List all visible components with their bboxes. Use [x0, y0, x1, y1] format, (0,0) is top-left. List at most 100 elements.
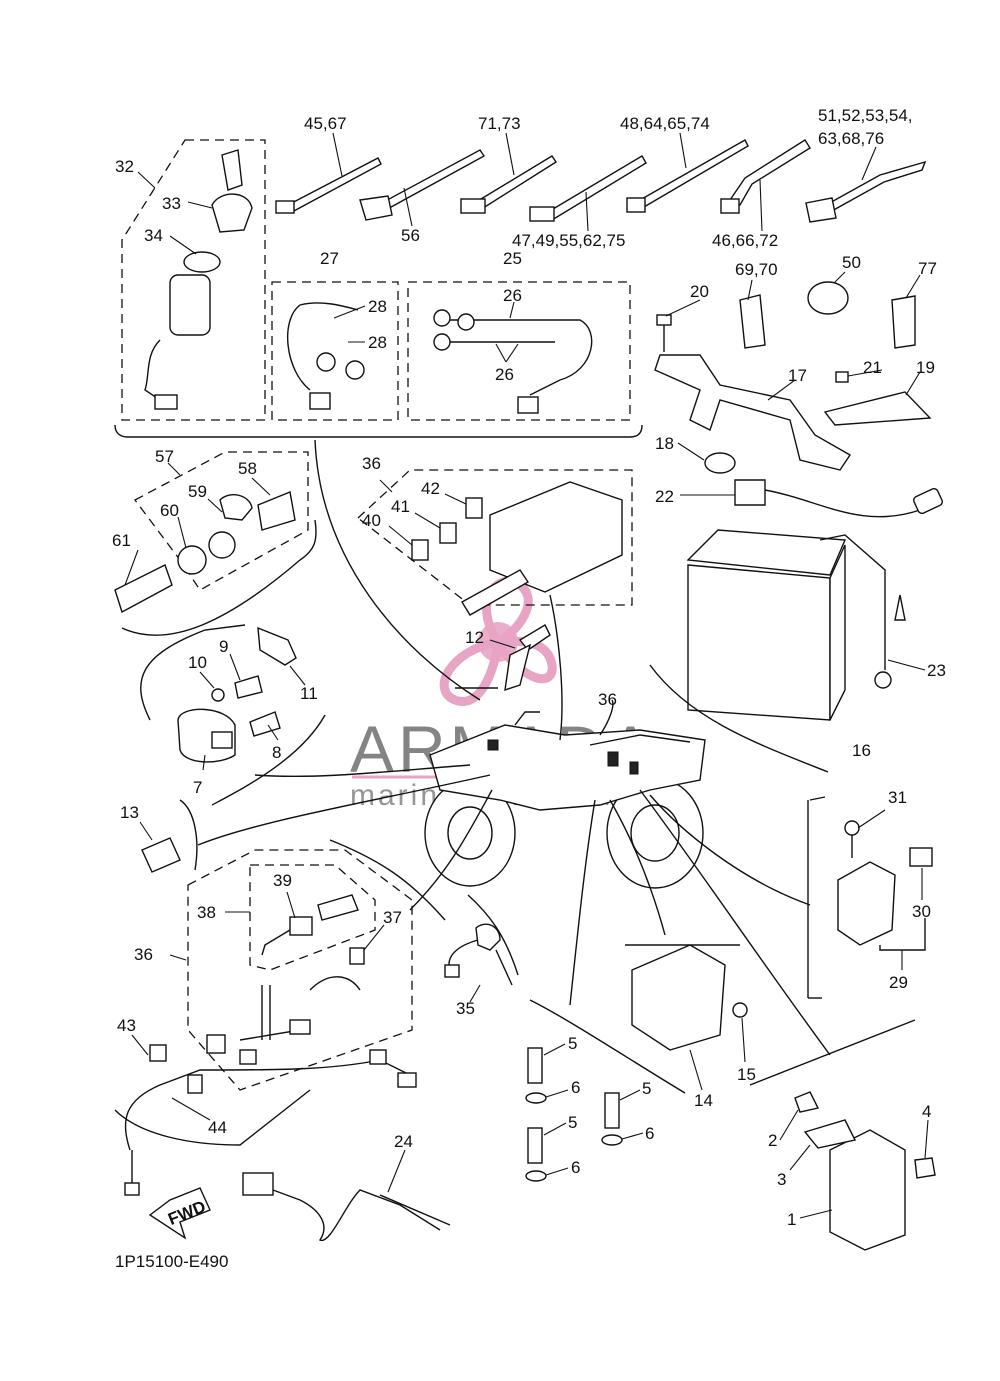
label-46-66: 46,66,72 — [712, 231, 778, 250]
label-17: 17 — [788, 366, 807, 385]
label-4: 4 — [922, 1102, 931, 1121]
label-16: 16 — [852, 741, 871, 760]
label-59: 59 — [188, 482, 207, 501]
label-7: 7 — [193, 778, 202, 797]
label-48-64: 48,64,65,74 — [620, 114, 710, 133]
switch-connector-icon — [154, 394, 178, 410]
nut-icon — [183, 251, 221, 273]
washer-6-icon — [601, 1134, 623, 1146]
sensor-13-group — [139, 821, 181, 873]
fwd-arrow-icon — [148, 1187, 211, 1240]
cable-tie-clip-icon — [359, 195, 393, 221]
connector-37-icon — [349, 947, 365, 965]
fuse-42-icon — [465, 497, 483, 519]
cable-tie-head-icon — [275, 200, 295, 214]
washer-10-icon — [211, 688, 225, 702]
cable-tie-head-icon — [529, 206, 555, 222]
wire-lead-27-group — [271, 281, 399, 421]
harness-plug-icon — [187, 1074, 203, 1094]
label-6-c: 6 — [571, 1158, 580, 1177]
label-26-a: 26 — [503, 286, 522, 305]
label-42: 42 — [421, 479, 440, 498]
label-27: 27 — [320, 249, 339, 268]
horn-bracket — [211, 714, 326, 806]
ground-terminal-icon — [124, 1182, 140, 1196]
cable-tie-head-icon — [626, 197, 646, 213]
label-18: 18 — [655, 434, 674, 453]
main-switch-group — [121, 139, 266, 421]
horn-7-icon — [177, 708, 236, 763]
harness-plug-icon — [369, 1049, 387, 1065]
atv-vehicle — [424, 711, 706, 889]
label-21: 21 — [863, 358, 882, 377]
label-30: 30 — [912, 902, 931, 921]
battery-leader — [649, 664, 829, 773]
fuse-40-icon — [411, 539, 429, 561]
cable-tie-head-icon — [460, 198, 486, 214]
label-71-73: 71,73 — [478, 114, 521, 133]
label-6-b: 6 — [645, 1124, 654, 1143]
label-26-b: 26 — [495, 365, 514, 384]
labels: 45,67 71,73 48,64,65,74 51,52,53,54, 63,… — [112, 106, 946, 1271]
bolt-20-icon — [656, 314, 672, 326]
label-1: 1 — [787, 1210, 796, 1229]
clamp-77-icon — [891, 295, 916, 349]
bolt-8-icon — [249, 711, 281, 737]
label-19: 19 — [916, 358, 935, 377]
label-12: 12 — [465, 628, 484, 647]
socket-bracket — [121, 519, 317, 636]
label-50: 50 — [842, 253, 861, 272]
atv-relay-marker — [607, 751, 619, 767]
key-icon — [221, 149, 243, 191]
atv-body-icon — [429, 724, 706, 811]
sensor-35-group — [444, 923, 513, 1003]
cdi-unit-1-icon — [829, 1129, 906, 1251]
part-code: 1P15100-E490 — [115, 1252, 228, 1271]
lead-24-group — [242, 1149, 451, 1241]
fwd-arrow: FWD — [148, 1187, 211, 1240]
cable-tie-clip-icon — [805, 197, 837, 223]
relay-wire — [764, 489, 921, 518]
battery-group — [649, 529, 926, 773]
horn-connector-icon — [211, 731, 233, 749]
rear-hub-icon — [630, 804, 680, 862]
label-44: 44 — [208, 1118, 227, 1137]
fuse-box-bracket-icon — [461, 569, 529, 616]
label-28-a: 28 — [368, 297, 387, 316]
cable-tie-head-icon — [720, 198, 740, 214]
bolt-9-icon — [234, 675, 263, 699]
sensor-35-connector-icon — [444, 964, 460, 978]
bulb-socket-icon — [345, 360, 365, 380]
label-28-b: 28 — [368, 333, 387, 352]
grip-61-icon — [114, 564, 173, 614]
cdi-group — [779, 1091, 936, 1251]
atv-fuse-marker — [629, 761, 639, 775]
label-36-b: 36 — [598, 690, 617, 709]
battery-cable-23 — [819, 534, 886, 670]
washer-6-icon — [525, 1170, 547, 1182]
wire-27 — [287, 302, 359, 391]
harness-clamp-icon — [289, 1019, 311, 1035]
label-77: 77 — [918, 259, 937, 278]
bolt-5-icon — [527, 1127, 543, 1164]
horn-group — [140, 624, 326, 806]
label-36-c: 36 — [134, 945, 153, 964]
cable-tie-71-icon — [475, 155, 557, 212]
harness-bracket — [114, 1089, 311, 1146]
label-25: 25 — [503, 249, 522, 268]
hose-11-icon — [257, 626, 297, 666]
label-33: 33 — [162, 194, 181, 213]
cap-59-icon — [219, 494, 253, 521]
horn-wire — [140, 624, 246, 721]
label-14: 14 — [694, 1091, 713, 1110]
battery-bracket-icon — [654, 354, 851, 471]
arrow-up-icon — [894, 594, 906, 621]
wire-harness-group — [169, 849, 413, 1091]
cover-39-icon — [317, 894, 359, 921]
battery-top-icon — [686, 529, 847, 576]
spark-plug-group — [455, 624, 551, 692]
nut-60-icon — [177, 545, 207, 575]
label-63-68: 63,68,76 — [818, 129, 884, 148]
connector-27-icon — [309, 392, 331, 410]
starter-relay-22-icon — [734, 479, 766, 506]
